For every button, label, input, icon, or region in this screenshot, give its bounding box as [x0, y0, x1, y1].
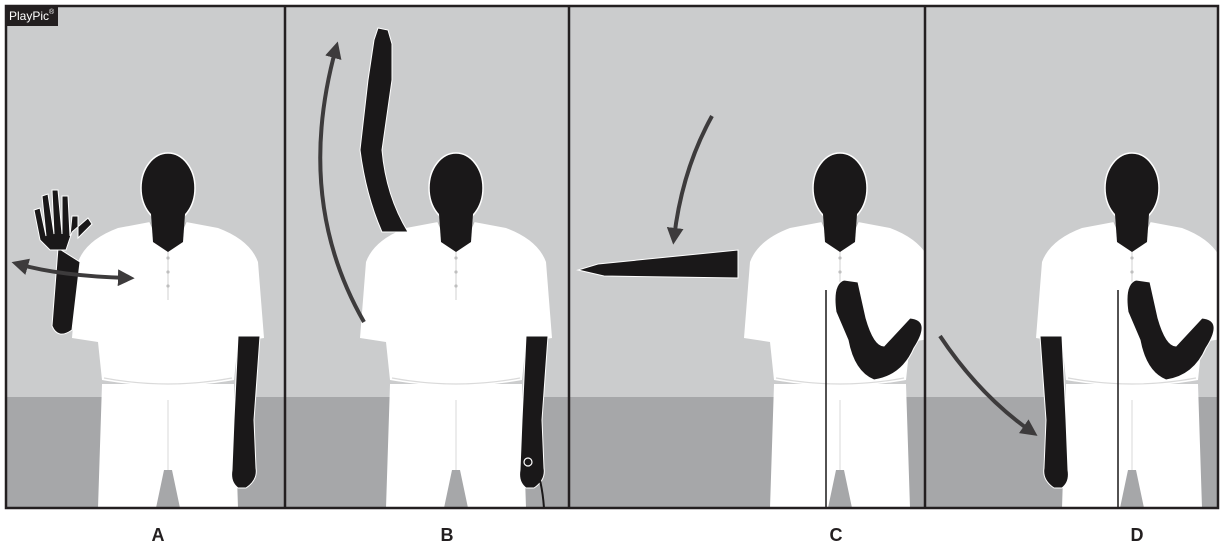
panel-label-d: D: [1117, 524, 1157, 546]
panel-d: [925, 7, 1221, 508]
panel-c: [569, 7, 936, 508]
panel-label-a: A: [138, 524, 178, 546]
playpic-logo: PlayPic®: [5, 7, 58, 26]
panel-label-b: B: [427, 524, 467, 546]
brand-name: PlayPic: [9, 9, 49, 23]
panel-a: [7, 7, 285, 508]
registered-mark: ®: [49, 9, 54, 16]
panel-b: [285, 7, 569, 508]
panel-label-c: C: [816, 524, 856, 546]
